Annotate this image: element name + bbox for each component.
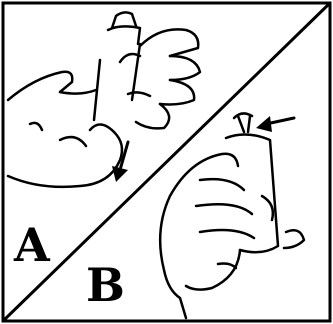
panel-a-illustration: [8, 12, 200, 186]
panel-b-illustration: [160, 113, 304, 318]
panel-a-label: A: [14, 222, 50, 268]
panel-b-label: B: [86, 262, 125, 308]
down-arrow-icon: [112, 166, 128, 182]
diagonal-divider: [3, 3, 330, 321]
left-arrow-icon: [256, 116, 272, 132]
